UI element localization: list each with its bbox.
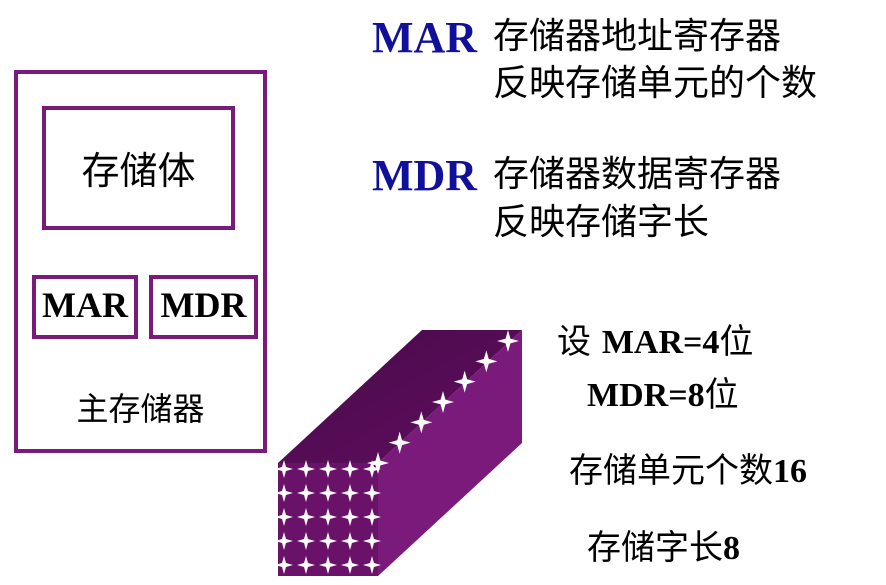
sparkle-star xyxy=(319,556,337,574)
sparkle-star xyxy=(297,508,315,526)
storage-body-label: 存储体 xyxy=(81,149,196,193)
sparkle-star xyxy=(319,532,337,550)
sparkle-star xyxy=(319,484,337,502)
sparkle-star xyxy=(432,391,454,413)
sparkle-star xyxy=(341,532,359,550)
sparkle-star xyxy=(341,484,359,502)
mar-register-box xyxy=(32,275,138,339)
sparkle-star xyxy=(297,556,315,574)
sparkle-star xyxy=(297,532,315,550)
sparkle-star xyxy=(341,460,359,478)
word-length-label: 存储字长 xyxy=(587,528,723,568)
example-word-length: 存储字长8 xyxy=(587,520,740,569)
main-memory-caption: 主存储器 xyxy=(76,390,205,428)
example-line-mdr: MDR=8位 xyxy=(587,367,739,416)
sparkle-star xyxy=(278,460,293,478)
sparkle-star xyxy=(278,556,293,574)
storage-body-box xyxy=(42,106,235,230)
sparkle-star xyxy=(367,452,389,474)
example-cell-count: 存储单元个数16 xyxy=(569,443,807,492)
sparkle-star xyxy=(319,460,337,478)
example-mdr-unit: 位 xyxy=(704,375,739,415)
sparkle-star xyxy=(363,460,381,478)
sparkle-star xyxy=(497,330,519,352)
mdr-definition-name: MDR xyxy=(372,151,478,200)
sparkle-star xyxy=(297,460,315,478)
sparkle-star xyxy=(363,532,381,550)
sparkle-star xyxy=(341,508,359,526)
block-side-face xyxy=(378,330,522,576)
example-mdr-equation: MDR=8 xyxy=(587,377,705,414)
sparkle-star xyxy=(363,508,381,526)
cell-count-value: 16 xyxy=(773,453,807,490)
sparkle-star xyxy=(319,508,337,526)
storage-block-illustration xyxy=(278,330,522,576)
sparkle-star xyxy=(278,532,293,550)
example-line-mar: 设 MAR=4位 xyxy=(557,314,753,363)
mdr-register-label: MDR xyxy=(160,285,247,325)
sparkle-star xyxy=(363,556,381,574)
sparkle-star xyxy=(453,370,476,393)
block-top-face xyxy=(278,330,522,463)
mar-register-label: MAR xyxy=(42,285,128,325)
sparkle-star xyxy=(410,411,433,434)
mar-definition-line2: 反映存储单元的个数 xyxy=(493,63,818,104)
example-mar-equation: MAR=4 xyxy=(601,324,720,361)
sparkle-star xyxy=(278,508,293,526)
mdr-definition-line1: 存储器数据寄存器 xyxy=(493,154,782,195)
example-prefix: 设 xyxy=(557,322,591,362)
sparkle-star xyxy=(278,484,293,502)
sparkle-star xyxy=(363,484,381,502)
cell-count-label: 存储单元个数 xyxy=(569,451,773,491)
main-memory-box xyxy=(14,70,267,453)
sparkle-star xyxy=(475,350,498,373)
mar-definition-name: MAR xyxy=(372,13,478,62)
mar-definition-line1: 存储器地址寄存器 xyxy=(493,16,782,57)
sparkle-star xyxy=(388,431,411,454)
example-mar-unit: 位 xyxy=(719,322,754,362)
mdr-definition-line2: 反映存储字长 xyxy=(493,202,710,243)
sparkle-star xyxy=(297,484,315,502)
sparkle-stars xyxy=(278,330,519,574)
word-length-value: 8 xyxy=(723,530,740,567)
sparkle-star xyxy=(341,556,359,574)
mdr-register-box xyxy=(149,275,258,339)
